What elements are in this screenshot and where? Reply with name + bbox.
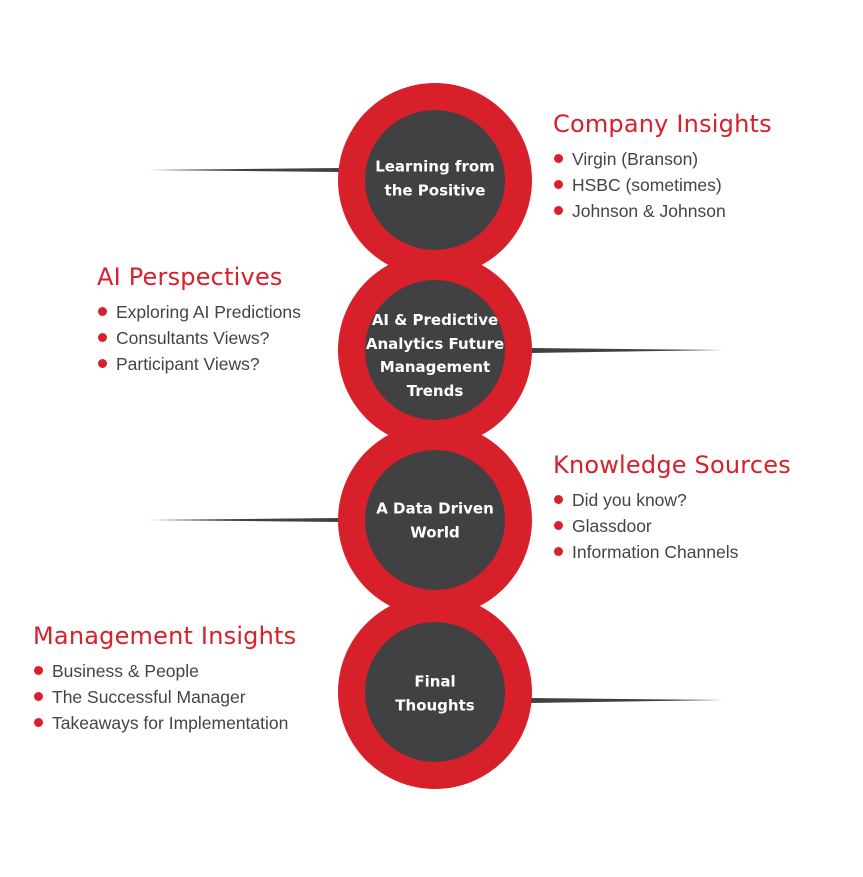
section-title: AI Perspectives [97, 263, 283, 291]
circle-label-2: AI & Predictive Analytics Future Managem… [365, 311, 505, 400]
inner-circle-2 [365, 280, 505, 420]
item-text: Johnson & Johnson [572, 201, 726, 221]
list-item: Glassdoor [553, 513, 791, 539]
bullet-icon [554, 180, 563, 189]
connector-line-1 [148, 168, 340, 172]
item-text: Participant Views? [116, 354, 260, 374]
list-item: Consultants Views? [97, 325, 301, 351]
bullet-icon [554, 521, 563, 530]
bullet-icon [98, 359, 107, 368]
section-title: Management Insights [33, 622, 297, 650]
bullet-icon [34, 718, 43, 727]
section-knowledge-sources: Knowledge Sources Did you know? Glassdoo… [553, 451, 791, 565]
inner-circle-1 [365, 110, 505, 250]
item-text: Glassdoor [572, 516, 652, 536]
item-text: HSBC (sometimes) [572, 175, 722, 195]
list-item: Takeaways for Implementation [33, 710, 296, 736]
bullet-icon [34, 692, 43, 701]
list-item: Did you know? [553, 487, 791, 513]
list-item: Participant Views? [97, 351, 301, 377]
bullet-icon [554, 206, 563, 215]
item-text: Virgin (Branson) [572, 149, 699, 169]
section-company-insights: Company Insights Virgin (Branson) HSBC (… [553, 110, 772, 224]
item-text: Exploring AI Predictions [116, 302, 301, 322]
section-management-insights: Management Insights Business & People Th… [33, 622, 296, 736]
section-ai-perspectives: AI Perspectives Exploring AI Predictions… [97, 263, 301, 377]
connector-line-2 [530, 348, 723, 353]
circle-label-1: Learning from the Positive [375, 157, 495, 200]
item-text: Business & People [52, 661, 199, 681]
circle-label-3: A Data Driven World [376, 499, 494, 542]
item-text: Information Channels [572, 542, 739, 562]
item-text: The Successful Manager [52, 687, 246, 707]
item-text: Consultants Views? [116, 328, 270, 348]
list-item: Business & People [33, 658, 296, 684]
list-item: Virgin (Branson) [553, 146, 772, 172]
list-item: Exploring AI Predictions [97, 299, 301, 325]
inner-circle-4 [365, 622, 505, 762]
bullet-icon [554, 495, 563, 504]
section-title: Knowledge Sources [553, 451, 791, 479]
section-title: Company Insights [553, 110, 772, 138]
connector-line-4 [530, 698, 723, 703]
list-item: HSBC (sometimes) [553, 172, 772, 198]
item-text: Takeaways for Implementation [52, 713, 289, 733]
list-item: The Successful Manager [33, 684, 296, 710]
circle-label-4: Final Thoughts [395, 672, 475, 715]
connector-line-3 [148, 518, 340, 522]
inner-circle-3 [365, 450, 505, 590]
item-text: Did you know? [572, 490, 687, 510]
bullet-icon [98, 333, 107, 342]
list-item: Information Channels [553, 539, 791, 565]
bullet-icon [554, 547, 563, 556]
bullet-icon [34, 666, 43, 675]
bullet-icon [98, 307, 107, 316]
list-item: Johnson & Johnson [553, 198, 772, 224]
bullet-icon [554, 154, 563, 163]
